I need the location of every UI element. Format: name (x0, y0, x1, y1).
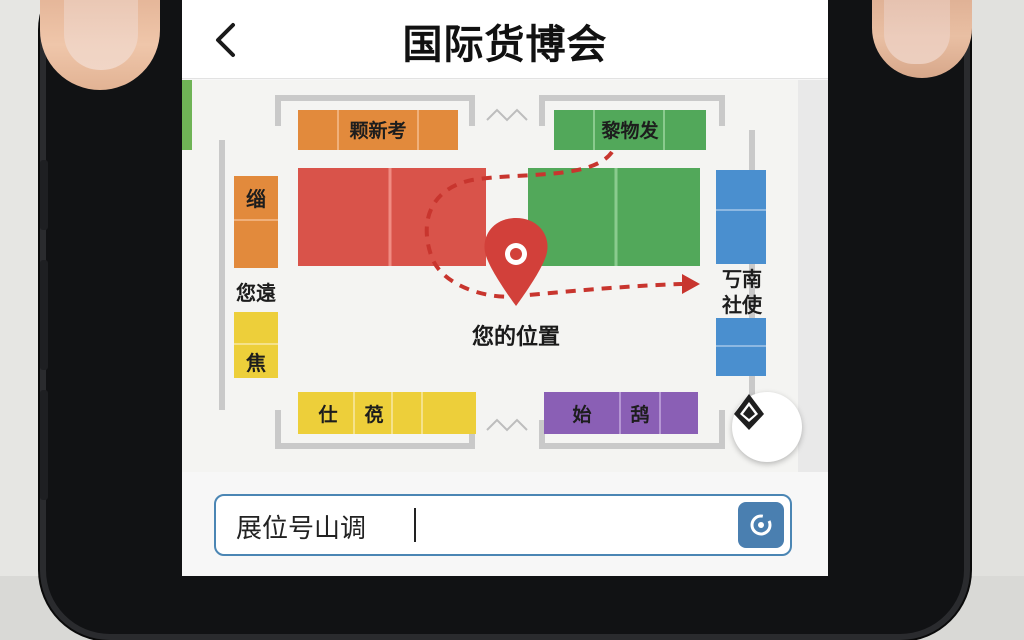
zone-label: 鸹 (630, 403, 649, 426)
app-header: 国际货博会 (182, 0, 828, 79)
zone-label: 颗新考 (349, 119, 406, 142)
location-pin-icon (484, 218, 548, 306)
zone-label: 社使 (721, 293, 763, 317)
zone-label: 缁 (246, 187, 266, 211)
zone-label: 䓲 (364, 403, 383, 426)
zone-right-blue[interactable]: 丂南 社使 (716, 170, 766, 376)
locate-button[interactable] (732, 392, 802, 462)
zone-label: 丂南 (722, 267, 762, 291)
zone-bottom-yellow[interactable]: 仕 䓲 (298, 392, 476, 434)
phone-side-button (40, 160, 48, 230)
page-title: 国际货博会 (402, 22, 608, 68)
text-caret (414, 508, 416, 542)
fingernail (64, 0, 138, 70)
zone-red-hall[interactable] (298, 168, 486, 266)
phone-side-button (40, 260, 48, 370)
back-button[interactable] (204, 18, 248, 62)
venue-map[interactable]: 颗新考 黎物发 缁 (182, 80, 828, 472)
chevron-left-icon (216, 23, 235, 57)
zone-label: 焦 (246, 351, 266, 375)
search-icon (750, 514, 772, 536)
zone-top-orange[interactable]: 颗新考 (298, 110, 458, 150)
zone-left-yellow[interactable]: 焦 (234, 312, 278, 378)
door-marks (486, 108, 528, 432)
search-area (182, 472, 828, 576)
fingernail (884, 0, 950, 64)
phone-side-button (40, 390, 48, 500)
floor-plan: 颗新考 黎物发 缁 (182, 80, 828, 472)
zone-label: 仕 (317, 403, 337, 426)
app-screen: 国际货博会 颗新考 (182, 0, 828, 576)
current-location-label: 您的位置 (472, 324, 560, 350)
zone-top-green[interactable]: 黎物发 (554, 110, 706, 150)
search-button[interactable] (738, 502, 784, 548)
navigation-route (424, 150, 700, 299)
zone-label: 黎物发 (601, 119, 659, 142)
zone-green-hall[interactable] (528, 168, 700, 266)
zone-left-orange[interactable]: 缁 (234, 176, 278, 268)
zone-label-left-mid: 您遠 (236, 281, 276, 305)
zone-label: 始 (572, 403, 591, 426)
search-input[interactable] (234, 504, 718, 548)
background-right (960, 0, 1024, 576)
navigation-arrow-icon (734, 394, 764, 430)
search-box[interactable] (214, 494, 792, 556)
zone-bottom-purple[interactable]: 始 鸹 (544, 392, 698, 434)
route-arrow-icon (682, 274, 700, 294)
